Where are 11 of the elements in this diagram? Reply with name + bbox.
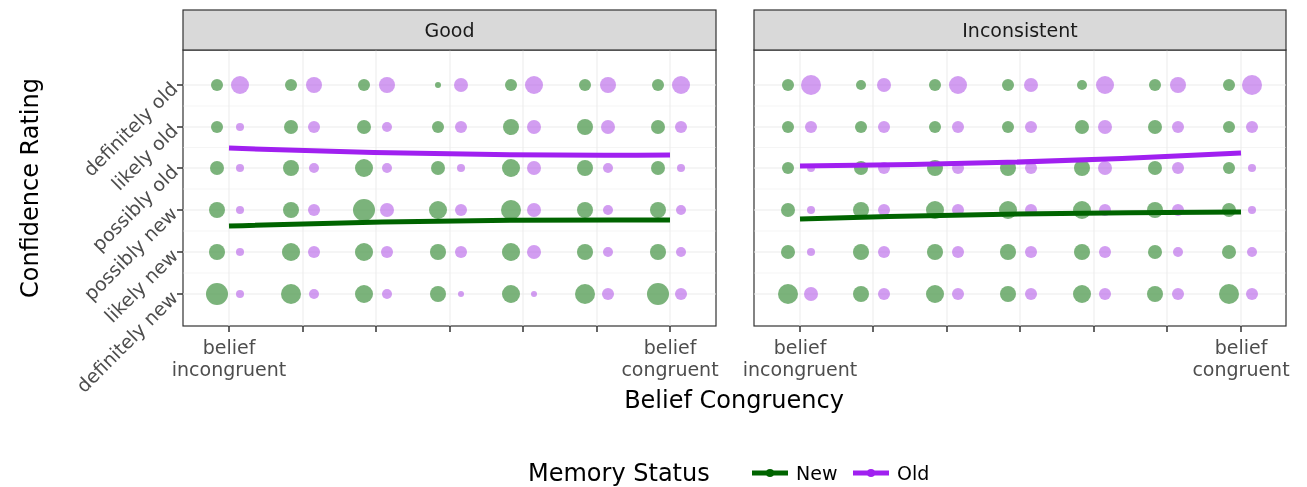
tick-label: belief incongruent (741, 336, 859, 380)
tick-label: belief congruent (1191, 336, 1291, 380)
legend-title: Memory Status (528, 459, 710, 487)
axis-title: Belief Congruency (624, 386, 844, 414)
tick-label: belief incongruent (170, 336, 288, 380)
tick-label: belief congruent (620, 336, 720, 380)
legend-label: Old (897, 462, 930, 484)
facet-title: Good (424, 19, 475, 41)
axis-title: Confidence Rating (16, 78, 44, 298)
legend-label: New (796, 462, 838, 484)
facet-title: Inconsistent (962, 19, 1078, 41)
